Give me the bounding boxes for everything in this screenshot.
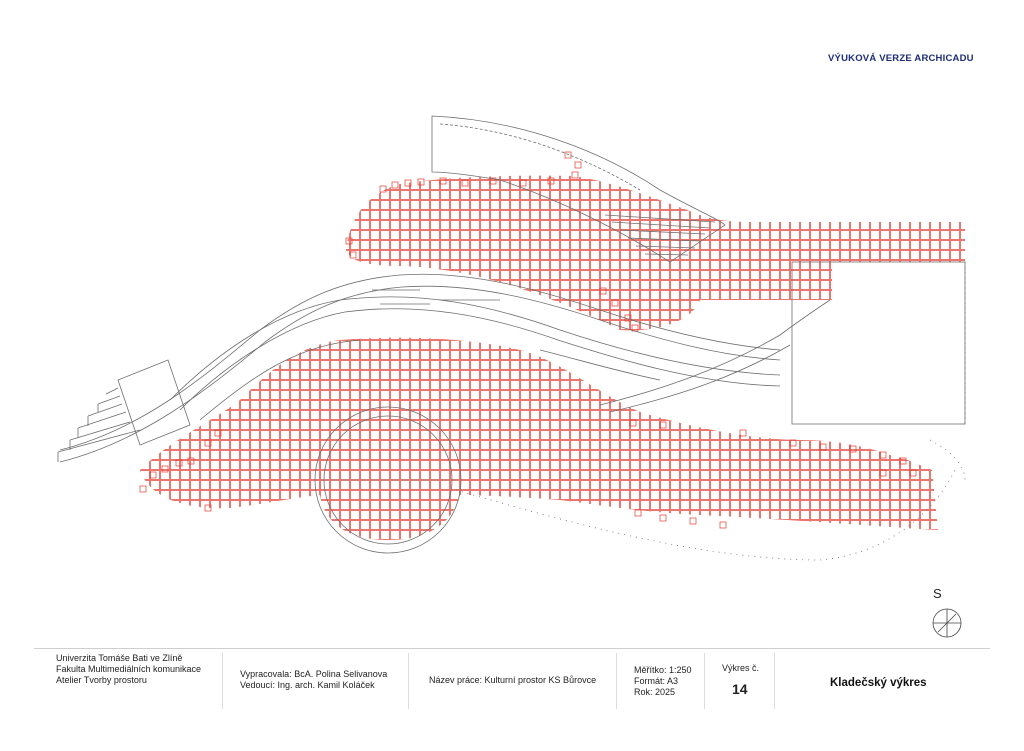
- university-info: Univerzita Tomáše Bati ve Zlíně Fakulta …: [56, 653, 202, 685]
- north-arrow-icon: [932, 608, 962, 638]
- bench-curve-4: [599, 299, 831, 406]
- sheet-number: 14: [732, 681, 748, 697]
- west-stair: [117, 359, 191, 446]
- canopy-steps: [604, 214, 716, 256]
- paving-area-south: [140, 337, 938, 540]
- drawing-title: Kladečský výkres: [830, 677, 927, 689]
- divider: [408, 653, 409, 709]
- north-label: S: [933, 586, 942, 601]
- canopy-outline: [431, 115, 726, 263]
- bench-curve-3: [199, 339, 361, 421]
- divider: [774, 653, 775, 709]
- bench-curve-1: [59, 273, 781, 451]
- bench-curve-2: [169, 296, 781, 401]
- author-info: Vypracovala: BcA. Polina Selivanova Vedo…: [240, 669, 388, 690]
- circular-stage-outer: [314, 406, 462, 554]
- divider: [616, 653, 617, 709]
- drawing-meta: Měřítko: 1:250 Formát: A3 Rok: 2025: [634, 665, 692, 697]
- north-indicator: S: [925, 586, 975, 642]
- title-block: Univerzita Tomáše Bati ve Zlíně Fakulta …: [34, 648, 990, 711]
- divider: [222, 653, 223, 709]
- site-plan-drawing: [57, 115, 966, 561]
- project-name: Název práce: Kulturní prostor KS Bůrovce: [429, 675, 597, 685]
- watermark-text: VÝUKOVÁ VERZE ARCHICADU: [828, 53, 974, 64]
- sheet-number-box: Výkres č. 14: [722, 663, 760, 697]
- divider: [704, 653, 705, 709]
